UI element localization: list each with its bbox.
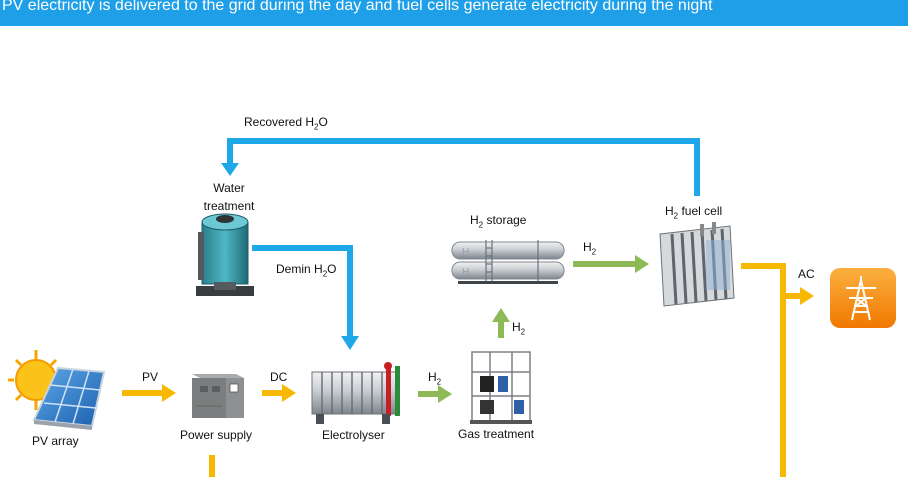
power-supply-icon xyxy=(192,374,244,418)
dc-label: DC xyxy=(270,370,288,384)
fuel-cell-stack-icon xyxy=(659,222,735,307)
h2-fuel-cell-label-post: fuel cell xyxy=(678,204,723,218)
dc-arrow xyxy=(262,384,296,402)
h2-storage-label-sub: 2 xyxy=(478,220,484,230)
h2-fuelcell-arrow xyxy=(573,255,649,273)
h2-storage-label-text: H xyxy=(470,213,479,227)
gas-treatment-icon xyxy=(470,351,532,424)
h2-from-electrolyser-label-sub: 2 xyxy=(436,377,442,387)
recovered-water-label-post: O xyxy=(318,115,328,129)
solar-panel-icon xyxy=(32,366,106,430)
pv-arrow xyxy=(122,384,176,402)
power-grid-tower-icon xyxy=(830,268,896,328)
h2-from-electrolyser-label: H2 xyxy=(428,370,441,386)
h2-electrolyser-arrow xyxy=(418,385,452,403)
recovered-water-label-text: Recovered H xyxy=(244,115,315,129)
h2-from-gas-label-text: H xyxy=(512,320,521,334)
pv-array-label: PV array xyxy=(32,434,79,448)
electrolyser-icon xyxy=(311,362,400,424)
h2-to-fuelcell-label-sub: 2 xyxy=(591,247,597,257)
ac-label: AC xyxy=(798,267,815,281)
recovered-water-label: Recovered H2O xyxy=(244,115,328,131)
recovered-water-label-sub: 2 xyxy=(314,122,319,132)
h2-from-electrolyser-label-text: H xyxy=(428,370,437,384)
banner-text: PV electricity is delivered to the grid … xyxy=(2,0,713,14)
water-treatment-label: Water treatment xyxy=(190,181,268,213)
demin-water-line xyxy=(252,245,353,338)
svg-text:H: H xyxy=(462,267,469,278)
svg-text:H: H xyxy=(462,247,469,258)
h2-fuel-cell-label-sub: 2 xyxy=(673,211,679,221)
recovered-water-arrowhead xyxy=(221,163,239,176)
h2-storage-tank-icon: H H xyxy=(451,240,565,284)
h2-to-fuelcell-label-text: H xyxy=(583,240,592,254)
water-treatment-label-line1: Water xyxy=(213,181,245,195)
gas-treatment-label: Gas treatment xyxy=(458,427,535,441)
h2-from-gas-label: H2 xyxy=(512,320,525,336)
h2-gas-up-arrow xyxy=(492,308,510,338)
h2-storage-label-post: storage xyxy=(483,213,527,227)
title-banner: PV electricity is delivered to the grid … xyxy=(0,0,908,26)
demin-water-label: Demin H2O xyxy=(276,262,336,278)
h2-storage-label: H2 storage xyxy=(470,213,526,229)
demin-water-arrowhead xyxy=(341,336,359,350)
demin-water-label-post: O xyxy=(327,262,337,276)
water-treatment-label-line2: treatment xyxy=(203,199,255,213)
h2-to-fuelcell-label: H2 xyxy=(583,240,596,256)
h2-from-gas-label-sub: 2 xyxy=(520,327,526,337)
demin-water-label-text: Demin H xyxy=(276,262,323,276)
recovered-water-line xyxy=(227,138,700,196)
water-tank-icon xyxy=(196,213,254,296)
power-supply-label: Power supply xyxy=(180,428,253,442)
ac-line xyxy=(741,263,814,477)
h2-fuel-cell-label: H2 fuel cell xyxy=(665,204,722,220)
electrolyser-label: Electrolyser xyxy=(322,428,385,442)
pv-label: PV xyxy=(142,370,159,384)
demin-water-label-sub: 2 xyxy=(322,269,328,279)
power-supply-down-line xyxy=(209,455,215,477)
h2-fuel-cell-label-text: H xyxy=(665,204,674,218)
